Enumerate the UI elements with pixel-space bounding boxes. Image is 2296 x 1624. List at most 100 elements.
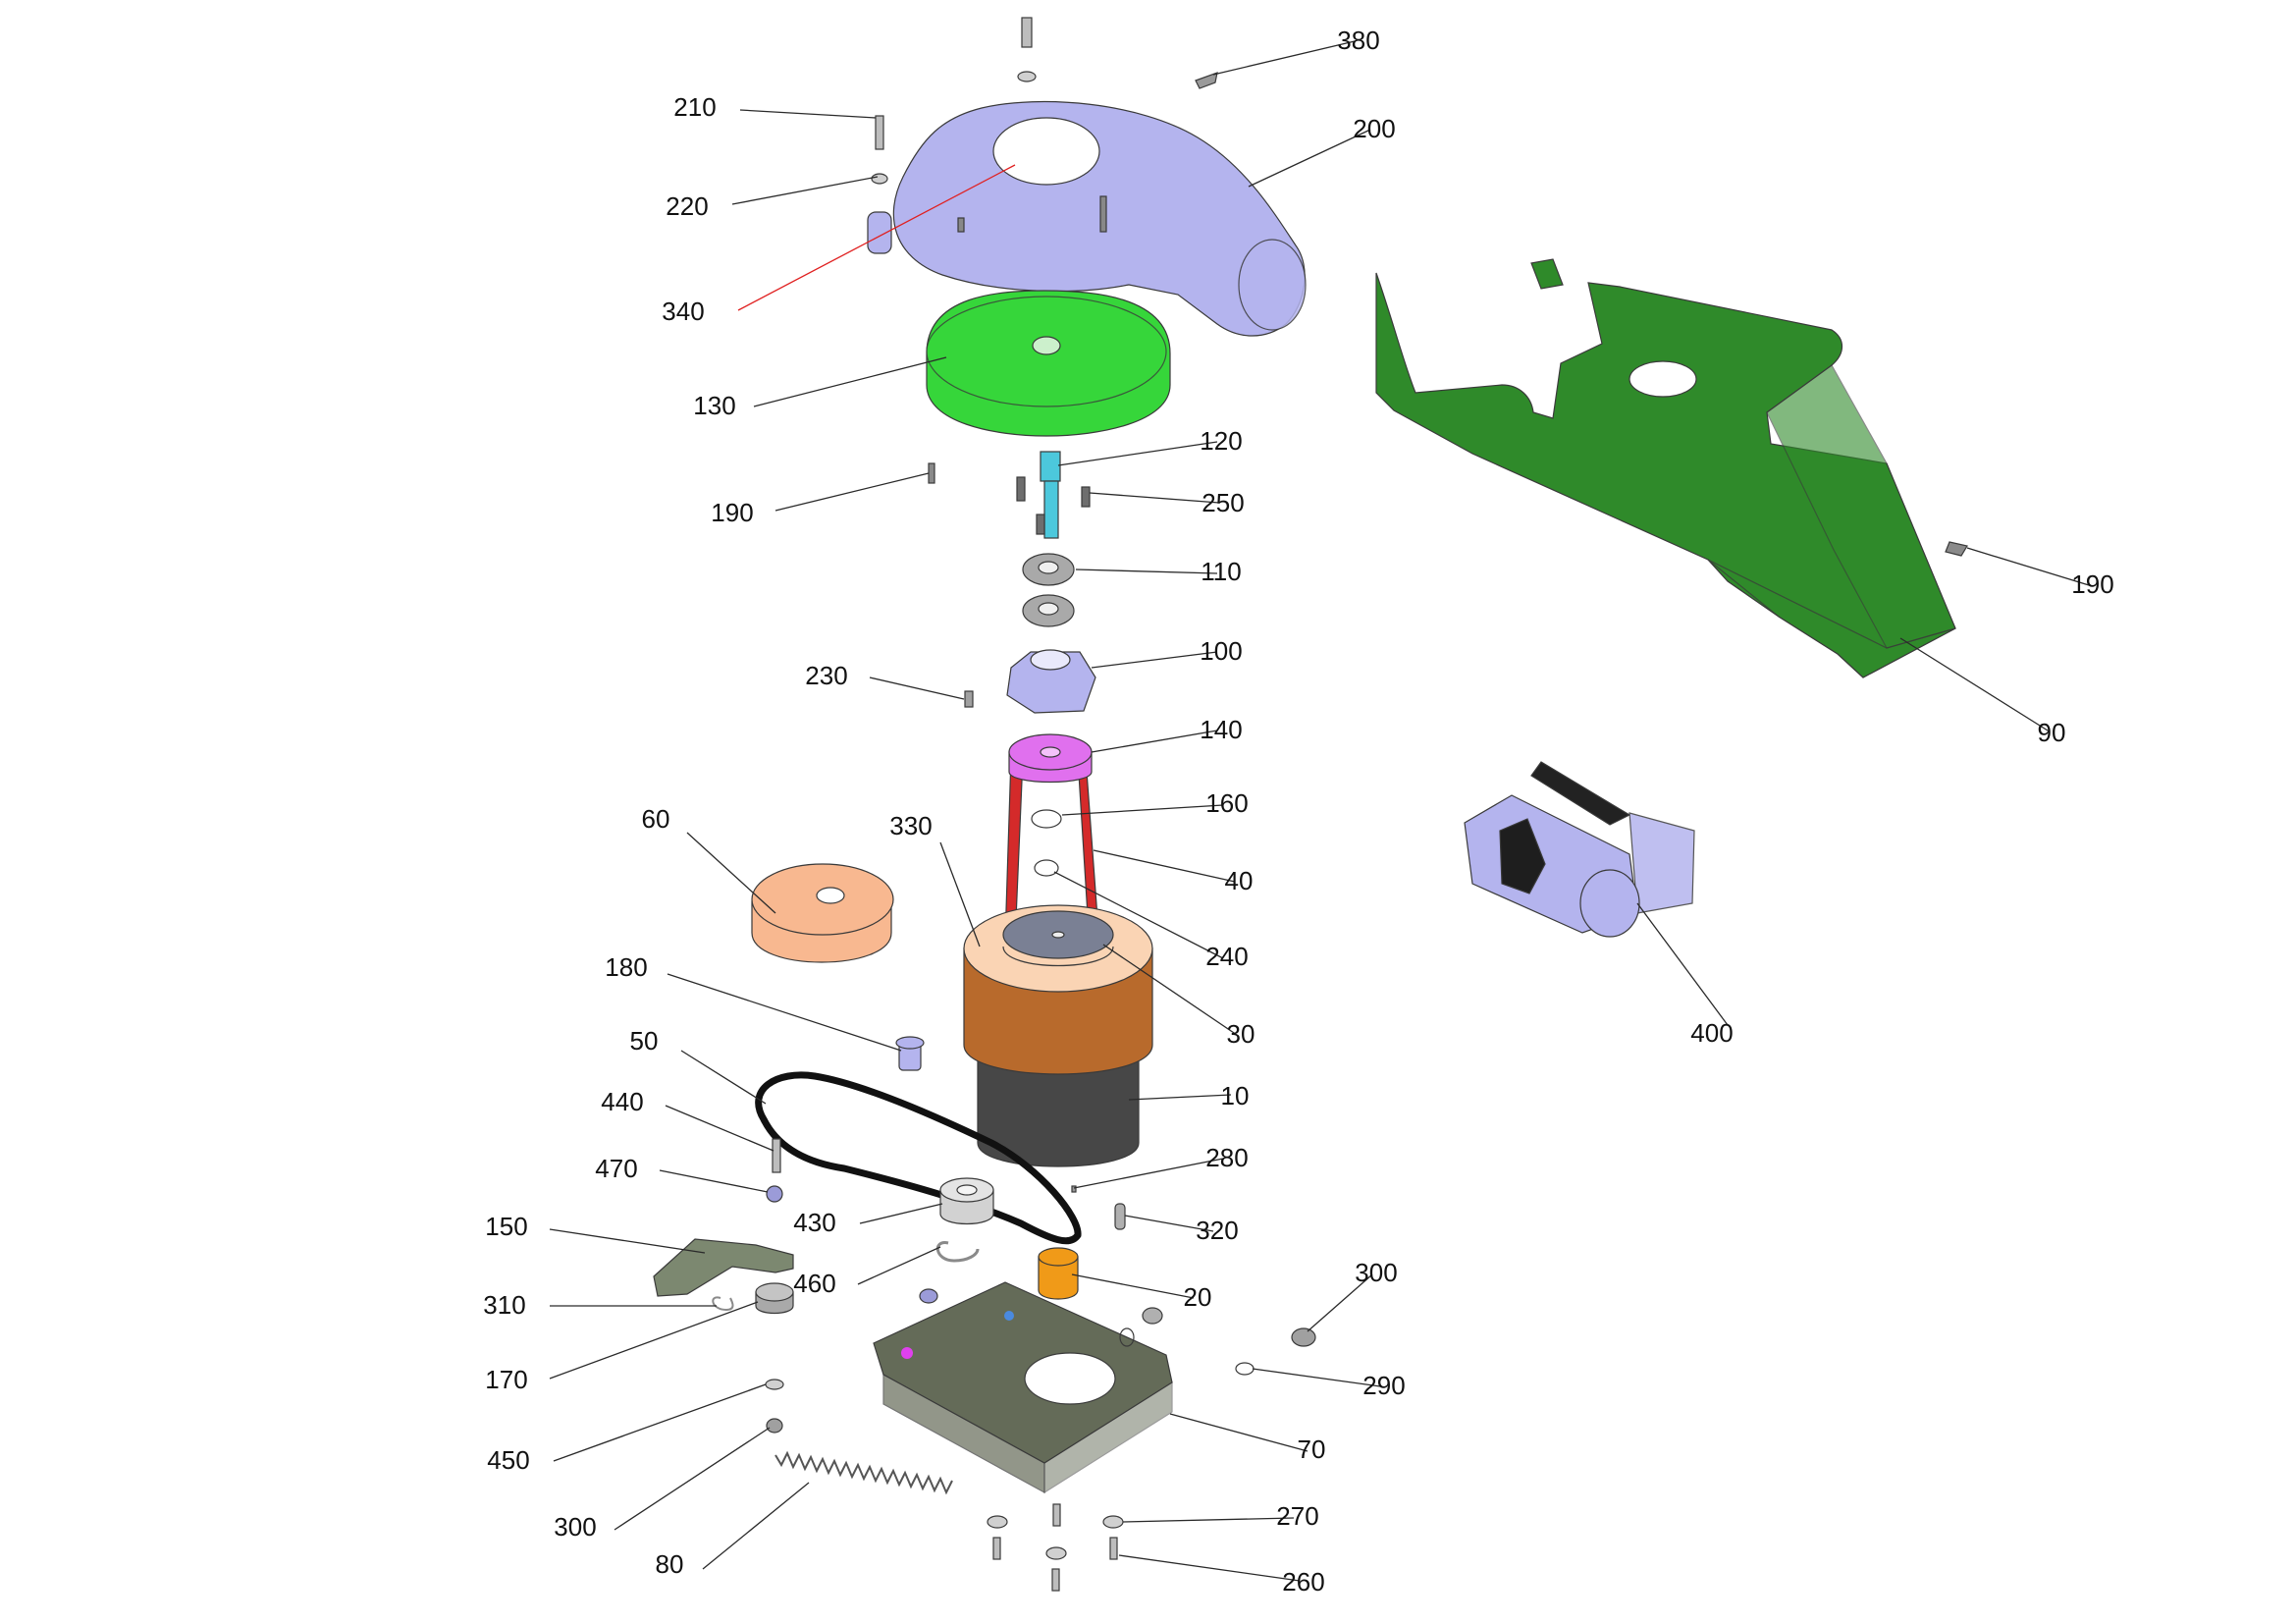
- nut-300-right: [1291, 1327, 1316, 1347]
- callout-400: 400: [1636, 902, 1734, 1048]
- callout-leader-150: [549, 1228, 706, 1254]
- callout-leader-50: [680, 1050, 767, 1105]
- part-bushing-180: [895, 1036, 925, 1071]
- callout-300: 300: [554, 1427, 771, 1542]
- callout-10: 10: [1128, 1081, 1250, 1110]
- callout-label-150: 150: [485, 1212, 527, 1241]
- callout-label-210: 210: [673, 92, 716, 122]
- callout-leader-40: [1093, 849, 1236, 883]
- part-small-pulley-140: [1004, 733, 1100, 947]
- part-bearings-110: [1022, 553, 1075, 627]
- screw-210: [875, 115, 884, 150]
- callout-300: 300: [1307, 1258, 1398, 1332]
- callout-label-300: 300: [1355, 1258, 1397, 1287]
- callout-label-400: 400: [1690, 1018, 1733, 1048]
- screw-housing-340: [957, 217, 965, 233]
- callout-leader-280: [1073, 1158, 1224, 1189]
- callout-label-30: 30: [1227, 1019, 1255, 1049]
- callout-leader-190: [1966, 547, 2090, 586]
- callout-leader-300: [614, 1427, 771, 1531]
- callout-330: 330: [889, 811, 981, 947]
- callout-label-310: 310: [483, 1290, 525, 1320]
- baseplate-blue-hole: [1004, 1311, 1014, 1321]
- callout-30: 30: [1102, 944, 1255, 1049]
- actuator-round-end: [1579, 869, 1640, 938]
- nut-baseplate-a: [919, 1288, 938, 1304]
- callout-leader-320: [1124, 1215, 1214, 1232]
- part-belt-50: [755, 1071, 1082, 1245]
- callout-label-190: 190: [711, 498, 753, 527]
- ring-160: [1031, 809, 1062, 829]
- callout-260: 260: [1118, 1554, 1325, 1597]
- bracket-tab: [1530, 258, 1564, 290]
- part-baseplate-70: [873, 1281, 1173, 1494]
- callout-leader-260: [1118, 1554, 1301, 1582]
- screw-250-c: [1036, 514, 1045, 535]
- washer-290: [1235, 1362, 1255, 1376]
- callout-440: 440: [601, 1087, 774, 1152]
- callout-leader-210: [739, 109, 877, 119]
- housing-boss-left: [867, 211, 892, 254]
- callout-leader-200: [1248, 129, 1371, 188]
- callout-430: 430: [793, 1203, 943, 1237]
- actuator-bracket-arm: [1530, 761, 1631, 826]
- bracket-right-flange: [1766, 364, 1956, 649]
- part-arm-150: [653, 1238, 794, 1297]
- callout-label-10: 10: [1221, 1081, 1250, 1110]
- circlip-460: [936, 1241, 980, 1263]
- callout-380: 380: [1212, 26, 1380, 76]
- washer-270-a: [987, 1515, 1008, 1529]
- callout-leader-30: [1102, 944, 1238, 1036]
- callout-190: 190: [711, 472, 930, 527]
- screw-housing-1: [1099, 195, 1107, 233]
- callout-310: 310: [483, 1290, 717, 1320]
- shaft-upper: [1040, 451, 1061, 482]
- part-coupler-20: [1038, 1247, 1079, 1300]
- callout-270: 270: [1122, 1501, 1319, 1531]
- callout-label-50: 50: [630, 1026, 659, 1056]
- callout-210: 210: [673, 92, 877, 122]
- screw-260-c: [1109, 1537, 1118, 1560]
- callout-label-200: 200: [1353, 114, 1395, 143]
- callout-label-300: 300: [554, 1512, 596, 1542]
- callout-label-240: 240: [1205, 942, 1248, 971]
- callout-90: 90: [1899, 637, 2065, 747]
- callout-120: 120: [1057, 426, 1243, 466]
- screw-190-left: [928, 462, 935, 484]
- callout-label-70: 70: [1298, 1435, 1326, 1464]
- callout-leader-220: [731, 176, 879, 205]
- callout-320: 320: [1124, 1215, 1239, 1245]
- callout-460: 460: [793, 1246, 941, 1298]
- actuator-end-cap: [1629, 812, 1695, 914]
- motor-belt-groove: [1002, 946, 1114, 966]
- part-idler-430: [939, 1177, 994, 1225]
- screw-260-d: [1051, 1568, 1060, 1592]
- callout-leader-300: [1307, 1273, 1373, 1332]
- circlip-310: [712, 1296, 734, 1312]
- callout-label-450: 450: [487, 1445, 529, 1475]
- callout-label-20: 20: [1184, 1282, 1212, 1312]
- pin-320: [1114, 1203, 1126, 1230]
- callout-160: 160: [1061, 788, 1249, 818]
- callout-leader-270: [1122, 1517, 1295, 1523]
- callout-label-220: 220: [666, 191, 708, 221]
- callout-180: 180: [605, 952, 902, 1052]
- pin-230: [964, 690, 974, 708]
- motor-pulley-30-hub: [1051, 931, 1065, 939]
- callout-250: 250: [1089, 488, 1245, 517]
- screw-380: [1195, 72, 1218, 89]
- impeller-hub: [1032, 336, 1061, 355]
- callout-200: 200: [1248, 114, 1396, 188]
- part-blower-housing-200: [867, 100, 1307, 337]
- callout-label-170: 170: [485, 1365, 527, 1394]
- callout-leader-190: [774, 472, 930, 512]
- callout-label-110: 110: [1201, 557, 1241, 586]
- callout-leader-170: [549, 1301, 759, 1380]
- callout-leader-120: [1057, 441, 1218, 466]
- callout-100: 100: [1091, 636, 1243, 669]
- callout-leader-250: [1089, 492, 1220, 504]
- callout-240: 240: [1053, 871, 1249, 971]
- hardware-layer: [712, 17, 1968, 1592]
- actuator-clamp: [1499, 818, 1546, 894]
- callout-leader-330: [939, 841, 981, 947]
